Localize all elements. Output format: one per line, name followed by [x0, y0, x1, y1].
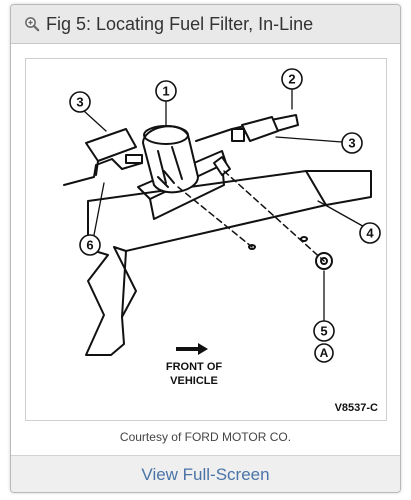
- direction-label-line2: VEHICLE: [170, 375, 218, 387]
- callout-3-right: [341, 132, 363, 154]
- callout-4-label: 4: [366, 226, 374, 241]
- callout-2-label: 2: [288, 72, 295, 87]
- figure-header: Fig 5: Locating Fuel Filter, In-Line: [11, 5, 400, 44]
- fuel-filter: [142, 125, 199, 194]
- callout-1-label: 1: [162, 84, 169, 99]
- front-arrow-icon: [176, 343, 208, 355]
- view-full-screen-link[interactable]: View Full-Screen: [141, 464, 270, 484]
- callout-4: [359, 222, 381, 244]
- figure-title: Fig 5: Locating Fuel Filter, In-Line: [46, 13, 314, 34]
- figure-footer: View Full-Screen: [11, 455, 400, 492]
- zoom-in-icon[interactable]: [24, 16, 40, 32]
- mounting-bolt: [213, 156, 231, 176]
- callout-3-left-label: 3: [76, 95, 83, 110]
- callout-5-label: 5: [320, 324, 327, 339]
- callout-6-label: 6: [86, 238, 93, 253]
- callout-a-label: A: [320, 346, 329, 360]
- figure-caption: Courtesy of FORD MOTOR CO.: [119, 430, 292, 444]
- callout-5: [313, 320, 335, 342]
- callout-6: [79, 234, 101, 256]
- figure-code: V8537-C: [335, 402, 378, 414]
- diagram-drawing: 1 2 3 3 4 5 6 A FRONT OF VEHICLE V8537-C: [63, 68, 381, 414]
- left-fuel-line: [63, 158, 143, 186]
- direction-label-line1: FRONT OF: [166, 361, 222, 373]
- callout-a: [314, 343, 334, 363]
- callout-3-left: [69, 91, 91, 113]
- callout-2: [281, 68, 303, 90]
- figure-card: Fig 5: Locating Fuel Filter, In-Line: [10, 4, 401, 493]
- callout-3-right-label: 3: [348, 136, 355, 151]
- callout-1: [155, 80, 177, 102]
- right-fuel-line: [195, 114, 299, 142]
- fuel-filter-diagram[interactable]: 1 2 3 3 4 5 6 A FRONT OF VEHICLE V8537-C: [25, 58, 387, 421]
